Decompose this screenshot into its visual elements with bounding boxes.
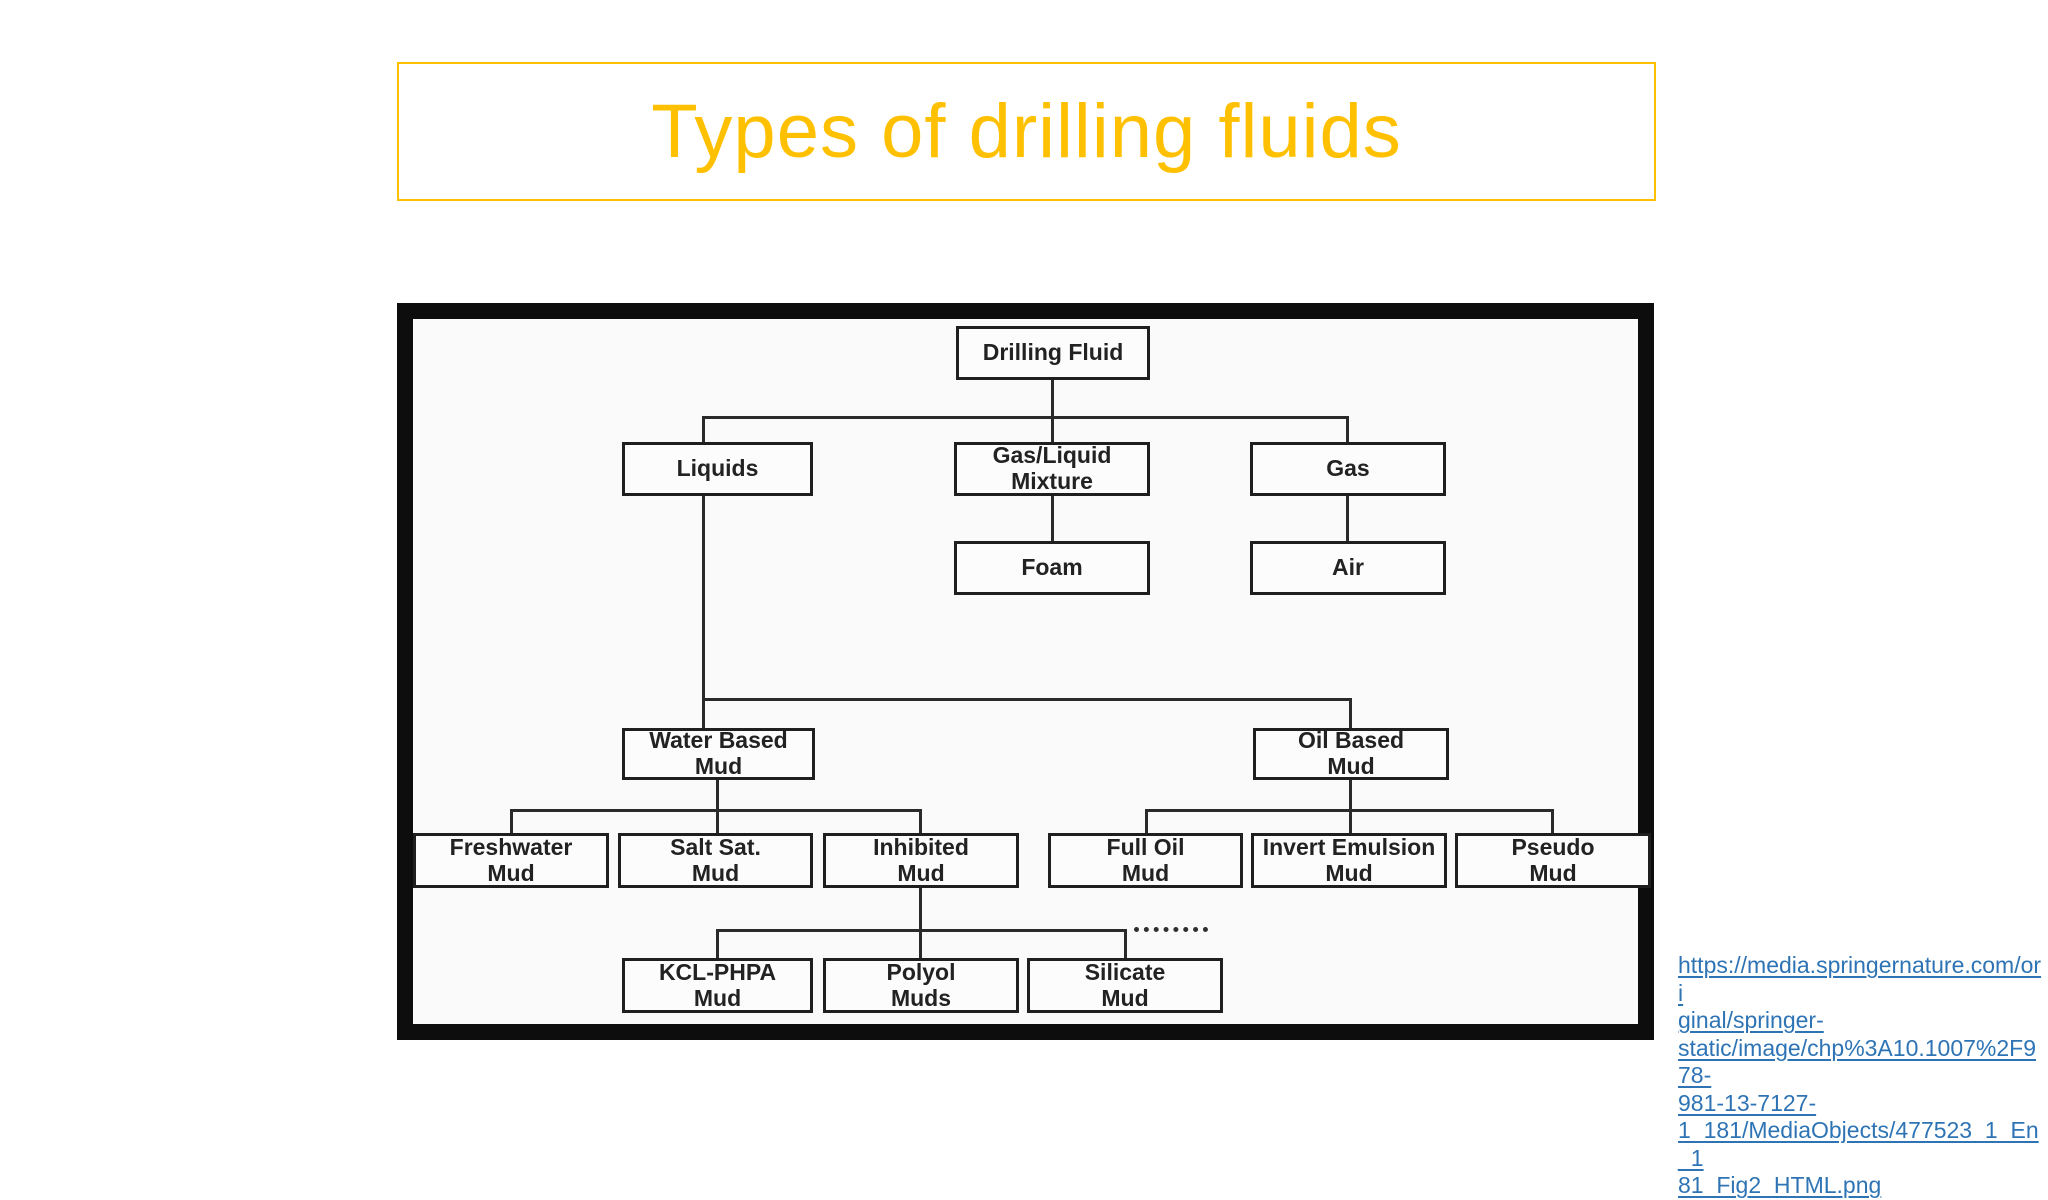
diagram-frame [397,303,1654,1040]
slide-title: Types of drilling fluids [651,89,1402,174]
source-link-line: static/image/chp%3A10.1007%2F978- [1678,1034,2036,1089]
source-link-line: 81_Fig2_HTML.png [1678,1172,1882,1198]
source-link-line: 981-13-7127- [1678,1089,1817,1116]
source-link-line: ginal/springer- [1678,1007,1824,1033]
source-link[interactable]: https://media.springernature.com/ori gin… [1678,952,2046,1200]
source-link-line: https://media.springernature.com/ori [1678,952,2042,1006]
title-box: Types of drilling fluids [397,62,1656,201]
source-link-line: 1_181/MediaObjects/477523_1_En_1 [1678,1117,2039,1171]
